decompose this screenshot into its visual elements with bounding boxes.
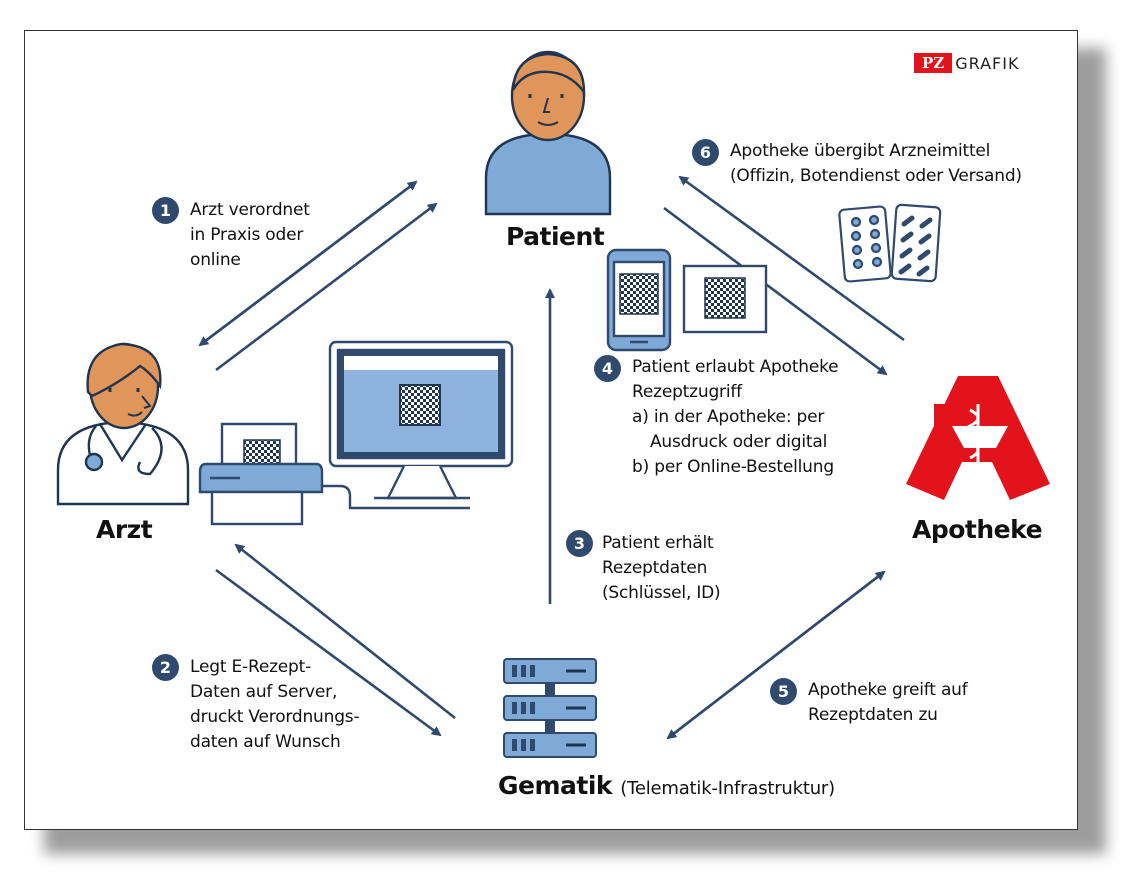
- step-4-text: Patient erlaubt Apotheke Rezeptzugriff a…: [632, 355, 839, 480]
- arrow-apotheke-to-patient: [678, 175, 905, 342]
- step-5-badge: 5: [770, 678, 797, 705]
- step-6-badge: 6: [692, 139, 719, 166]
- patient-label: Patient: [506, 222, 605, 251]
- arrow-patient-to-apotheke: [663, 206, 888, 376]
- flow-arrows: [198, 175, 905, 740]
- arzt-icon: [56, 342, 190, 506]
- step-3-text: Patient erhält Rezeptdaten (Schlüssel, I…: [602, 531, 721, 606]
- step-3-line-3: (Schlüssel, ID): [602, 583, 721, 603]
- pz-grafik-brand: PZ GRAFIK: [914, 52, 1019, 74]
- step-4-line-2: Rezeptzugriff: [632, 382, 742, 402]
- step-1-badge: 1: [152, 197, 179, 224]
- printer-icon: [198, 422, 470, 526]
- step-1-line-2: in Praxis oder: [190, 225, 304, 245]
- step-2-line-1: Legt E-Rezept-: [190, 657, 312, 677]
- step-2-line-3: druckt Verordnungs-: [190, 707, 360, 727]
- step-4-badge: 4: [594, 355, 621, 382]
- arrow-patient-to-arzt-a: [198, 180, 417, 347]
- paper-qr-icon: [682, 264, 768, 334]
- phone-qr-icon: [606, 248, 672, 352]
- arrow-arzt-to-gematik: [215, 568, 442, 737]
- step-2-text: Legt E-Rezept- Daten auf Server, druckt …: [190, 655, 360, 755]
- step-4-line-1: Patient erlaubt Apotheke: [632, 357, 839, 377]
- step-2-line-4: daten auf Wunsch: [190, 732, 341, 752]
- gematik-label: Gematik (Telematik-Infrastruktur): [498, 771, 835, 800]
- step-5-text: Apotheke greift auf Rezeptdaten zu: [808, 678, 968, 728]
- patient-icon: [484, 50, 612, 216]
- step-4-line-3: a) in der Apotheke: per: [632, 407, 825, 427]
- arzt-label: Arzt: [96, 515, 153, 544]
- gematik-sub: (Telematik-Infrastruktur): [620, 778, 835, 799]
- step-2-line-2: Daten auf Server,: [190, 682, 338, 702]
- arrow-arzt-to-patient-b: [215, 202, 438, 372]
- step-1-line-1: Arzt verordnet: [190, 200, 310, 220]
- step-3-line-1: Patient erhält: [602, 533, 714, 553]
- brand-pz: PZ: [914, 53, 953, 73]
- step-3-badge: 3: [566, 530, 593, 557]
- step-1-line-3: online: [190, 250, 241, 270]
- step-2-badge: 2: [152, 654, 179, 681]
- step-6-line-2: (Offizin, Botendienst oder Versand): [730, 166, 1022, 186]
- step-4-line-4: Ausdruck oder digital: [650, 432, 828, 452]
- arrow-gematik-to-arzt: [234, 543, 456, 720]
- step-5-line-1: Apotheke greift auf: [808, 680, 968, 700]
- pill-blister-icon: [838, 203, 942, 283]
- step-5-line-2: Rezeptdaten zu: [808, 705, 938, 725]
- monitor-icon: [328, 340, 514, 500]
- step-4-line-5: b) per Online-Bestellung: [632, 457, 834, 477]
- apotheke-logo-icon: [906, 376, 1050, 500]
- apotheke-label: Apotheke: [912, 515, 1043, 544]
- step-6-line-1: Apotheke übergibt Arzneimittel: [730, 141, 991, 161]
- step-3-line-2: Rezeptdaten: [602, 558, 708, 578]
- brand-grafik: GRAFIK: [955, 53, 1020, 73]
- arrow-gematik-to-apotheke: [667, 570, 886, 740]
- step-6-text: Apotheke übergibt Arzneimittel (Offizin,…: [730, 139, 1022, 189]
- gematik-name: Gematik: [498, 771, 613, 800]
- server-icon: [503, 658, 597, 758]
- step-1-text: Arzt verordnet in Praxis oder online: [190, 198, 310, 273]
